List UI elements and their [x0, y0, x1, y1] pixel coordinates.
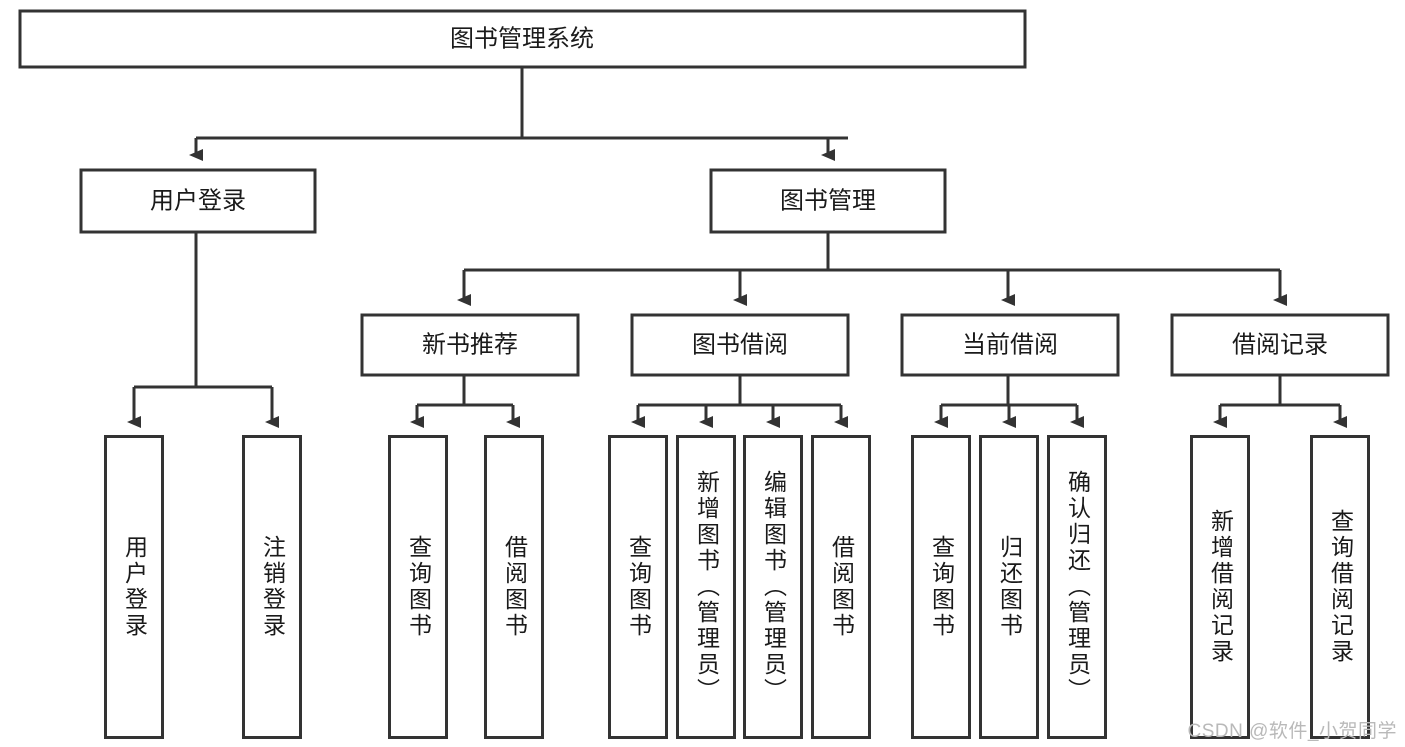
leaf-confirm-return-label: 确认归还（管理员） [1064, 470, 1091, 704]
leaf-borrow-book-2-label: 借阅图书 [828, 535, 855, 639]
node-book-borrow-label: 图书借阅 [692, 331, 788, 358]
connector-bookborrow-to-leaves [631, 375, 848, 428]
leaf-query-book-3-label: 查询图书 [928, 535, 955, 639]
connector-userlogin-to-leaves [127, 232, 279, 428]
leaf-query-book-1[interactable]: 查询图书 [388, 435, 448, 739]
node-borrow-record-label: 借阅记录 [1232, 331, 1328, 358]
leaf-edit-book-label: 编辑图书（管理员） [760, 470, 787, 704]
connector-currentborrow-to-leaves [934, 375, 1084, 428]
node-root-system[interactable]: 图书管理系统 [18, 9, 1027, 69]
leaf-add-record-label: 新增借阅记录 [1207, 509, 1234, 665]
node-root-label: 图书管理系统 [450, 25, 594, 52]
node-book-manage[interactable]: 图书管理 [709, 168, 947, 234]
node-user-login[interactable]: 用户登录 [79, 168, 317, 234]
leaf-borrow-book-2[interactable]: 借阅图书 [811, 435, 871, 739]
connector-root-to-level2 [189, 67, 848, 161]
leaf-query-book-1-label: 查询图书 [405, 535, 432, 639]
node-new-book-rec[interactable]: 新书推荐 [360, 313, 580, 377]
node-current-borrow-label: 当前借阅 [962, 331, 1058, 358]
leaf-borrow-book-1-label: 借阅图书 [501, 535, 528, 639]
leaf-logout-login-label: 注销登录 [259, 535, 286, 639]
leaf-add-book[interactable]: 新增图书（管理员） [676, 435, 736, 739]
leaf-borrow-book-1[interactable]: 借阅图书 [484, 435, 544, 739]
node-current-borrow[interactable]: 当前借阅 [900, 313, 1120, 377]
node-new-book-rec-label: 新书推荐 [422, 331, 518, 358]
leaf-edit-book[interactable]: 编辑图书（管理员） [743, 435, 803, 739]
connector-newbookrec-to-leaves [410, 375, 520, 428]
leaf-query-book-3[interactable]: 查询图书 [911, 435, 971, 739]
node-borrow-record[interactable]: 借阅记录 [1170, 313, 1390, 377]
connector-bookmanage-to-level3 [457, 232, 1287, 306]
leaf-query-record-label: 查询借阅记录 [1327, 509, 1354, 665]
node-user-login-label: 用户登录 [150, 187, 246, 214]
leaf-confirm-return[interactable]: 确认归还（管理员） [1047, 435, 1107, 739]
leaf-return-book-label: 归还图书 [996, 535, 1023, 639]
leaf-query-book-2[interactable]: 查询图书 [608, 435, 668, 739]
connector-borrowrecord-to-leaves [1213, 375, 1347, 428]
leaf-query-record[interactable]: 查询借阅记录 [1310, 435, 1370, 739]
leaf-user-login-label: 用户登录 [121, 535, 148, 639]
node-book-borrow[interactable]: 图书借阅 [630, 313, 850, 377]
leaf-query-book-2-label: 查询图书 [625, 535, 652, 639]
leaf-return-book[interactable]: 归还图书 [979, 435, 1039, 739]
leaf-add-record[interactable]: 新增借阅记录 [1190, 435, 1250, 739]
node-book-manage-label: 图书管理 [780, 187, 876, 214]
leaf-add-book-label: 新增图书（管理员） [693, 470, 720, 704]
leaf-logout-login[interactable]: 注销登录 [242, 435, 302, 739]
leaf-user-login[interactable]: 用户登录 [104, 435, 164, 739]
